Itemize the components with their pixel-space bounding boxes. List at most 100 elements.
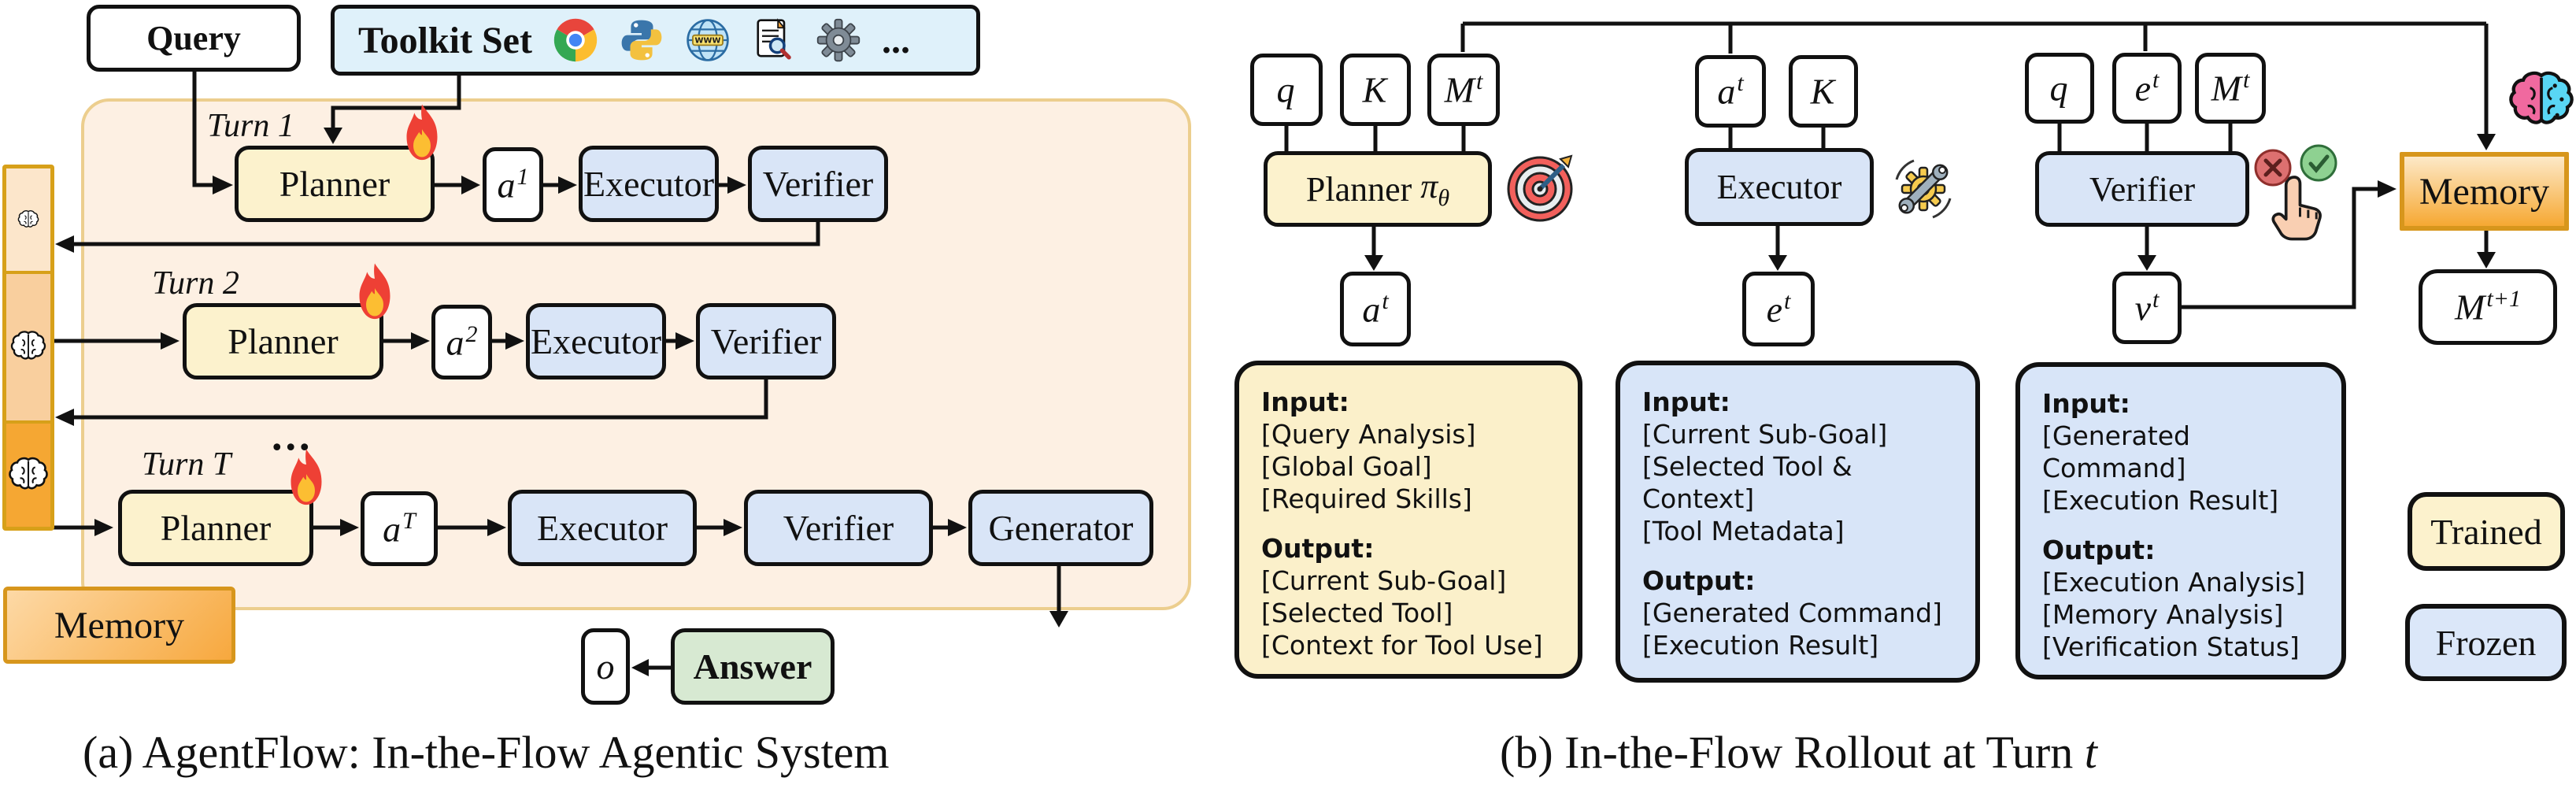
memory-bar-segment-2 [6, 271, 50, 420]
turn2-planner-box: Planner [183, 303, 383, 379]
verifier-input-q: q [2025, 53, 2094, 124]
turn2-executor-box: Executor [526, 303, 666, 379]
q-math: q [1276, 69, 1295, 110]
executor-label: Executor [530, 321, 662, 361]
verifier-label: Verifier [2089, 169, 2196, 209]
Mt1-math: Mt+1 [2455, 286, 2521, 328]
output-math: o [596, 646, 615, 687]
io-line: [Tool Metadata] [1642, 516, 1845, 546]
io-line: [Selected Tool & Context] [1642, 451, 1852, 514]
executor-box: Executor [1685, 148, 1874, 226]
io-line: [Current Sub-Goal] [1642, 419, 1888, 450]
turn1-planner-box: Planner [235, 146, 435, 222]
planner-label: Planner [279, 164, 390, 204]
verifier-label: Verifier [762, 164, 874, 204]
at-math: at [1717, 70, 1744, 112]
planner-label: Planner [228, 321, 339, 361]
turn1-executor-box: Executor [579, 146, 719, 222]
io-line: [Required Skills] [1261, 483, 1472, 514]
fire-icon [291, 449, 322, 505]
hand-icon [2271, 176, 2322, 241]
executor-io-box: Input: [Current Sub-Goal] [Selected Tool… [1616, 361, 1980, 683]
planner-label: Planner [1305, 169, 1412, 209]
action-math: a2 [446, 320, 478, 363]
q-math: q [2049, 68, 2068, 109]
planner-pi-box: Planner πθ [1264, 151, 1492, 227]
turn1-action-box: a1 [483, 147, 543, 222]
toolkit-set-box: Toolkit Set WWW [331, 5, 980, 76]
verifier-label: Verifier [710, 321, 822, 361]
fire-icon [359, 263, 390, 320]
doc-search-icon [757, 18, 791, 60]
io-line: [Generated Command] [1642, 598, 1942, 628]
memory-box: Memory [2400, 152, 2569, 231]
pi-theta: πθ [1420, 167, 1450, 211]
verifier-input-et: et [2112, 53, 2182, 124]
turn2-label: Turn 2 [152, 265, 239, 302]
memory-bar-segment-1 [6, 168, 50, 271]
brain-color-icon [2505, 69, 2576, 134]
query-box: Query [87, 5, 301, 72]
io-line: [Execution Result] [1642, 630, 1879, 661]
svg-text:WWW: WWW [694, 37, 720, 46]
verifier-io-box: Input: [Generated Command] [Execution Re… [2015, 362, 2346, 679]
memory-bar [2, 165, 54, 531]
io-line: [Execution Analysis] [2042, 567, 2306, 598]
verifier-input-Mt: Mt [2195, 53, 2266, 124]
turnT-verifier-box: Verifier [744, 490, 933, 566]
gear-wrench-icon [1895, 159, 1952, 219]
executor-input-K: K [1789, 55, 1858, 128]
generator-label: Generator [988, 508, 1134, 548]
io-line: [Global Goal] [1261, 451, 1432, 482]
verifier-label: Verifier [783, 508, 894, 548]
turn2-verifier-box: Verifier [696, 303, 836, 379]
io-line: [Current Sub-Goal] [1261, 565, 1507, 596]
action-math: aT [383, 507, 416, 550]
legend-frozen-box: Frozen [2405, 604, 2567, 681]
io-line: [Execution Result] [2042, 485, 2279, 516]
ellipsis-dots: ... [272, 412, 313, 459]
check-icon [2300, 144, 2337, 182]
executor-label: Executor [1716, 168, 1842, 206]
gear-icon [816, 18, 861, 62]
planner-input-Mt: Mt [1427, 54, 1500, 126]
answer-box: Answer [671, 628, 835, 705]
Mt-math: Mt [2211, 67, 2250, 109]
io-line: [Context for Tool Use] [1261, 630, 1543, 661]
memory-label: Memory [54, 604, 185, 646]
turnT-label: Turn T [142, 446, 231, 483]
caption-b: (b) In-the-Flow Rollout at Turn t [1500, 727, 2097, 778]
turn2-action-box: a2 [431, 305, 492, 379]
planner-io-box: Input: [Query Analysis] [Global Goal] [R… [1234, 361, 1582, 679]
planner-input-K: K [1340, 54, 1411, 126]
turn1-label: Turn 1 [207, 108, 294, 144]
target-icon [1507, 154, 1573, 222]
memory-legend-box: Memory [3, 587, 235, 664]
executor-label: Executor [536, 508, 668, 548]
turnT-generator-box: Generator [968, 490, 1153, 566]
toolkit-set-label: Toolkit Set [358, 19, 532, 61]
executor-label: Executor [583, 164, 715, 204]
python-icon [621, 20, 662, 61]
trained-label: Trained [2430, 511, 2542, 552]
fire-icon [406, 104, 438, 161]
io-line: [Selected Tool] [1261, 598, 1453, 628]
vt-math: vt [2134, 287, 2160, 328]
et-math: et [2134, 67, 2160, 109]
verifier-output-vt: vt [2112, 272, 2182, 344]
memory-label: Memory [2419, 170, 2550, 213]
legend-trained-box: Trained [2408, 492, 2565, 571]
chrome-icon [553, 18, 598, 62]
et-math: et [1766, 287, 1791, 330]
io-input-title: Input: [1642, 387, 1730, 417]
brain-icon [9, 457, 48, 489]
io-output-title: Output: [1642, 565, 1756, 596]
K-math: K [1810, 71, 1835, 112]
K-math: K [1362, 69, 1387, 110]
query-label: Query [146, 19, 241, 57]
executor-input-at: at [1695, 55, 1766, 128]
io-line: [Verification Status] [2042, 631, 2300, 662]
final-output-box: o [581, 628, 630, 705]
